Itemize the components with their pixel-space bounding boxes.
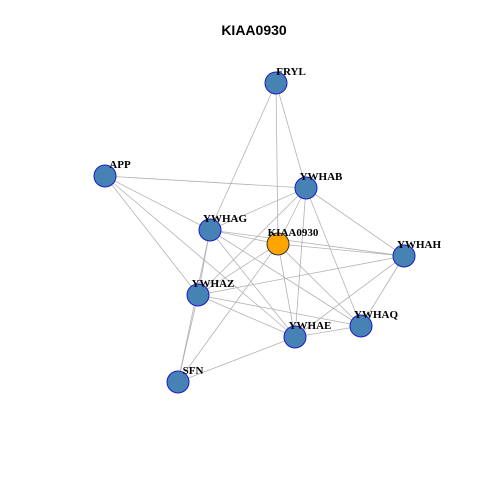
edge-ywhag-ywhah [209,229,405,257]
edge-app-ywhaz [104,175,199,296]
edge-ywhaz-sfn [177,294,199,383]
node-ywhae[interactable] [283,325,307,349]
edge-ywhab-ywhag [209,187,307,231]
edge-fryl-ywhab [275,82,307,189]
edge-ywhag-kiaa0930 [209,229,279,245]
node-label-ywhaq: YWHAQ [354,309,398,321]
edge-fryl-ywhag [209,82,277,231]
edge-ywhab-ywhae [294,187,307,338]
edge-app-ywhab [104,175,307,189]
node-ywhaq[interactable] [349,314,373,338]
edge-ywhaz-ywhaq [197,294,362,327]
edge-app-ywhae [104,175,296,338]
node-label-fryl: FRYL [276,66,306,78]
node-ywhah[interactable] [392,244,416,268]
edge-ywhab-ywhah [305,187,405,257]
node-ywhab[interactable] [294,176,318,200]
edge-ywhah-ywhaq [360,255,405,327]
node-label-kiaa0930: KIAA0930 [268,227,319,239]
node-kiaa0930[interactable] [266,232,290,256]
edge-ywhah-ywhaz [197,255,405,296]
edge-fryl-kiaa0930 [275,82,279,245]
edge-ywhag-sfn [177,229,211,383]
node-ywhaz[interactable] [186,283,210,307]
node-sfn[interactable] [166,370,190,394]
node-label-ywhah: YWHAH [397,239,441,251]
edge-ywhaz-ywhae [197,294,296,338]
edge-app-ywhag [104,175,211,231]
edge-kiaa0930-ywhaz [197,243,279,296]
nodes-layer [93,71,416,394]
edge-kiaa0930-ywhah [277,243,405,257]
node-label-ywhab: YWHAB [300,171,343,183]
edge-ywhag-ywhaq [209,229,362,327]
node-label-ywhae: YWHAE [289,320,332,332]
diagram-title: KIAA0930 [221,22,287,38]
node-fryl[interactable] [264,71,288,95]
edge-ywhab-ywhaq [305,187,362,327]
node-label-app: APP [109,159,131,171]
node-app[interactable] [93,164,117,188]
node-label-ywhaz: YWHAZ [192,278,235,290]
node-label-sfn: SFN [183,365,204,377]
node-ywhag[interactable] [198,218,222,242]
node-label-ywhag: YWHAG [203,213,247,225]
edge-ywhah-ywhae [294,255,405,338]
edge-ywhag-ywhae [209,229,296,338]
edge-kiaa0930-sfn [177,243,279,383]
edge-ywhab-ywhaz [197,187,307,296]
edge-ywhae-sfn [177,336,296,383]
edge-kiaa0930-ywhaq [277,243,362,327]
edge-kiaa0930-ywhae [277,243,296,338]
